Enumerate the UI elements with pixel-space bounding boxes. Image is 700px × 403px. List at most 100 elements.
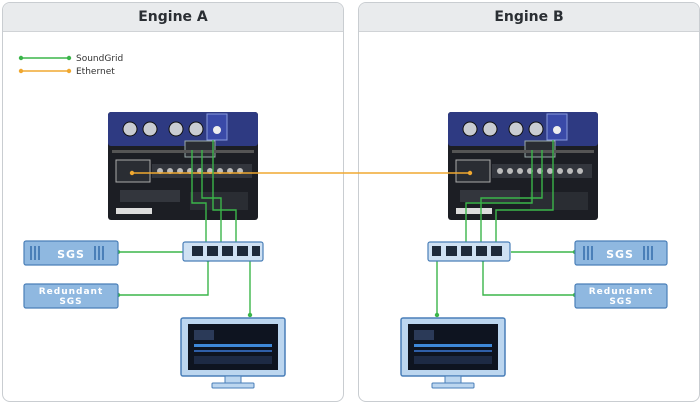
- rack-divider: [452, 150, 594, 153]
- vent-line: [34, 246, 36, 260]
- network-switch-a: [182, 241, 264, 262]
- redundant-sgs-a: Redundant SGS: [23, 283, 119, 309]
- io-strip: [460, 190, 520, 202]
- monitor-a: [180, 317, 286, 389]
- io-card: [455, 159, 491, 183]
- link-rack-switch: [201, 150, 222, 243]
- switch-port: [491, 246, 502, 256]
- knob: [142, 121, 158, 137]
- soundgrid-links-a: [118, 140, 251, 315]
- knob: [122, 121, 138, 137]
- redundant-sgs-box: [574, 283, 668, 309]
- ethernet-endpoint: [467, 170, 473, 176]
- connector: [547, 168, 553, 174]
- monitor-neck: [224, 375, 242, 384]
- ethernet-endpoint: [129, 170, 135, 176]
- vent-line: [38, 246, 40, 260]
- port-connector: [553, 126, 561, 134]
- knob: [482, 121, 498, 137]
- legend-ethernet-label: Ethernet: [76, 67, 115, 77]
- engine-a-title: Engine A: [3, 3, 343, 32]
- link-redundant-switch: [118, 260, 209, 296]
- switch-port: [476, 246, 487, 256]
- vent-line: [94, 246, 96, 260]
- switch-port: [222, 246, 233, 256]
- io-card: [524, 140, 556, 158]
- connector: [517, 168, 523, 174]
- legend: SoundGrid Ethernet: [18, 54, 123, 77]
- knob: [508, 121, 524, 137]
- legend-soundgrid-dot: [18, 55, 24, 61]
- legend-ethernet-dot-end: [66, 68, 72, 74]
- network-switch-b: [427, 241, 511, 262]
- monitor-base: [211, 382, 255, 389]
- screen-meter: [414, 344, 492, 347]
- connector: [577, 168, 583, 174]
- rack-divider: [112, 150, 254, 153]
- vent-line: [30, 246, 32, 260]
- legend-ethernet-dot: [18, 68, 24, 74]
- screen-panel: [414, 330, 434, 340]
- vent-line: [98, 246, 100, 260]
- port-connector: [213, 126, 221, 134]
- soundgrid-links-b: [436, 140, 575, 315]
- connector: [497, 168, 503, 174]
- connector: [557, 168, 563, 174]
- vent-line: [591, 246, 593, 260]
- screen-meter: [194, 344, 272, 347]
- monitor-neck: [444, 375, 462, 384]
- screen-meter: [194, 350, 272, 352]
- monitor-base: [431, 382, 475, 389]
- connector: [507, 168, 513, 174]
- switch-port: [237, 246, 248, 256]
- switch-port: [432, 246, 441, 256]
- link-rack-switch: [495, 140, 554, 243]
- engine-b-title: Engine B: [359, 3, 699, 32]
- switch-port: [192, 246, 203, 256]
- link-rack-switch: [480, 150, 543, 243]
- io-card: [184, 140, 216, 158]
- screen-meter: [414, 350, 492, 352]
- link-rack-switch: [191, 150, 207, 243]
- link-redundant-switch: [482, 260, 575, 296]
- knob: [168, 121, 184, 137]
- legend-soundgrid-label: SoundGrid: [76, 54, 123, 64]
- knob: [462, 121, 478, 137]
- redundant-sgs-box: [23, 283, 119, 309]
- label-plate: [456, 208, 492, 214]
- redundant-sgs-b: Redundant SGS: [574, 283, 668, 309]
- sgs-server-b: SGS: [574, 240, 668, 266]
- redundant-label-line2: SGS: [59, 297, 82, 307]
- vent-line: [643, 246, 645, 260]
- io-card: [190, 192, 248, 210]
- monitor-b: [400, 317, 506, 389]
- link-dot: [434, 312, 440, 318]
- io-strip: [120, 190, 180, 202]
- connector: [567, 168, 573, 174]
- label-plate: [116, 208, 152, 214]
- engine-a-panel: Engine A: [2, 2, 344, 402]
- screen-panel: [194, 356, 272, 364]
- vent-line: [647, 246, 649, 260]
- switch-port: [252, 246, 260, 256]
- redundant-label-line2: SGS: [609, 297, 632, 307]
- sgs-server-a: SGS: [23, 240, 119, 266]
- vent-line: [583, 246, 585, 260]
- knob: [188, 121, 204, 137]
- switch-port: [461, 246, 472, 256]
- screen-panel: [194, 330, 214, 340]
- knob: [528, 121, 544, 137]
- link-rack-switch: [212, 140, 237, 243]
- vent-line: [587, 246, 589, 260]
- vent-line: [102, 246, 104, 260]
- console-rack-b: [448, 112, 598, 220]
- sgs-label: SGS: [57, 248, 85, 261]
- console-rack-a: [108, 112, 258, 220]
- redundant-label-line1: Redundant: [39, 287, 104, 297]
- legend-soundgrid-dot-end: [66, 55, 72, 61]
- io-card: [115, 159, 151, 183]
- switch-port: [207, 246, 218, 256]
- sgs-label: SGS: [606, 248, 634, 261]
- vent-line: [651, 246, 653, 260]
